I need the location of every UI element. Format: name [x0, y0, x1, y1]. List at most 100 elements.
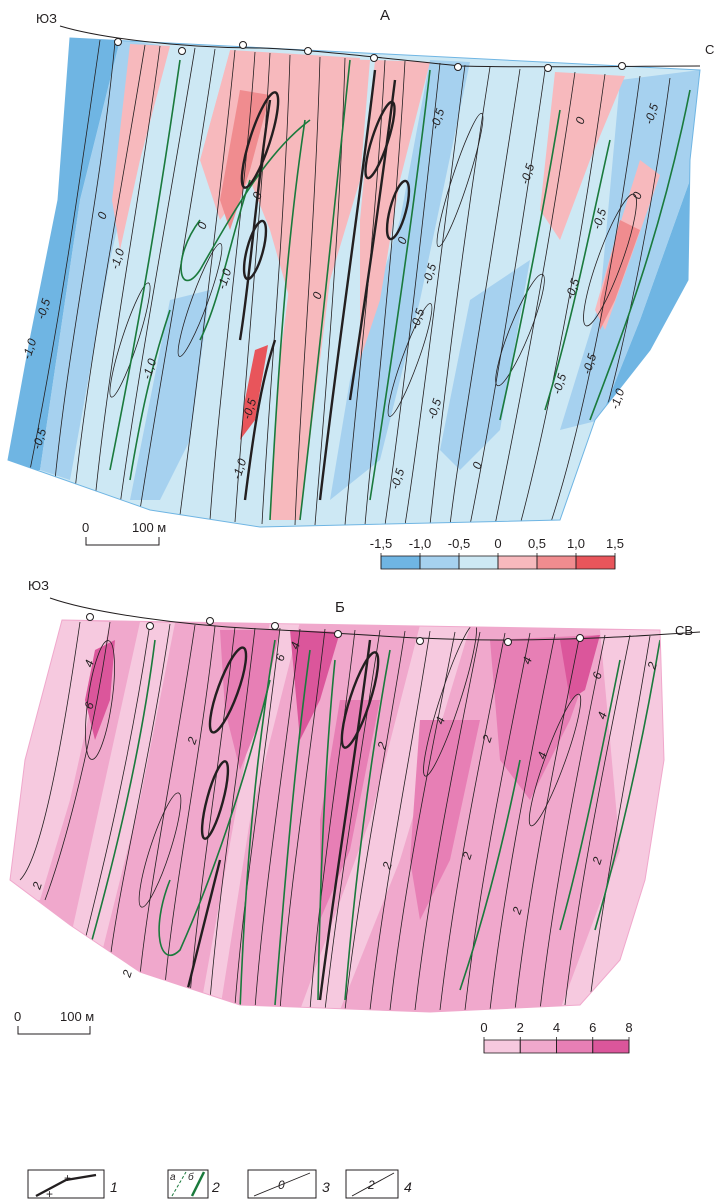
section-a-colorbar-tick-label: -1,0	[409, 536, 431, 551]
legend-item-2: а б 2	[167, 1169, 220, 1199]
legend-item-1: + + 1	[27, 1169, 118, 1201]
svg-text:+: +	[64, 1171, 71, 1185]
section-b-contour-label: 2	[119, 968, 135, 980]
section-a-contour-label: 0	[573, 115, 588, 126]
section-a-left-direction: ЮЗ	[36, 11, 57, 26]
section-a-colorbar: -1,5 -1,0 -0,5 0 0,5 1,0 1,5	[370, 536, 624, 570]
section-a-right-direction: С	[705, 42, 714, 57]
legend-number-2: 2	[211, 1179, 220, 1195]
section-a-contour-label: -0,5	[580, 352, 600, 376]
section-a-scale-length: 100 м	[132, 520, 166, 535]
section-a-contour-label: -1,0	[608, 387, 628, 411]
section-a-contour-label: -0,5	[240, 397, 260, 421]
section-b-contour-label: 6	[273, 652, 288, 663]
section-a-contour-label: -0,5	[425, 397, 445, 421]
section-b-colorbar-swatch	[556, 1039, 594, 1054]
section-a-contour-label: -0,5	[563, 277, 583, 301]
section-b-contour-label: 2	[479, 733, 495, 745]
section-a-contour-label: -0,5	[388, 467, 408, 491]
section-b-contour-label: 4	[82, 658, 97, 669]
section-b-contour-label: 2	[184, 735, 200, 747]
section-a-contour-label: -0,5	[420, 262, 440, 286]
section-a-contour-label: 0	[195, 220, 210, 231]
section-b-contour-label: 2	[374, 740, 390, 752]
section-a-contour-label: -0,5	[30, 427, 50, 451]
svg-text:2: 2	[367, 1178, 375, 1192]
section-b-contour-label: 2	[509, 905, 525, 917]
section-a-fill	[8, 38, 700, 527]
section-a-contour-label: -0,5	[550, 372, 570, 396]
section-b-contour-label: 2	[379, 860, 395, 872]
legend-2-sub-a: а	[170, 1172, 176, 1183]
section-b-contour-label: 2	[459, 850, 475, 862]
legend-number-3: 3	[322, 1179, 330, 1195]
section-a-colorbar-swatch	[458, 555, 499, 570]
legend-item-4: 2 4	[345, 1169, 412, 1199]
section-a-colorbar-swatch	[419, 555, 460, 570]
section-a-contour-label: -0,5	[518, 162, 538, 186]
section-b-contour-label: 2	[644, 660, 660, 672]
section-b-colorbar-tick-label: 6	[589, 1020, 596, 1035]
section-b-contour-label: 4	[433, 715, 448, 726]
section-a-contour-label: -0,5	[590, 207, 610, 231]
section-a-contour-label: 0	[630, 190, 645, 201]
section-b-colorbar-tick-label: 8	[625, 1020, 632, 1035]
section-b-contour-label: 4	[595, 710, 610, 721]
section-a-contour-label: -1,0	[20, 337, 40, 361]
section-a-contour-label: 0	[95, 210, 110, 221]
section-a-colorbar-tick-label: -1,5	[370, 536, 392, 551]
section-a-contour-label: -1,0	[215, 267, 235, 291]
section-b-colorbar-tick-label: 2	[517, 1020, 524, 1035]
section-a-colorbar-tick-label: 0,5	[528, 536, 546, 551]
section-b-colorbar-tick-label: 4	[553, 1020, 560, 1035]
legend-number-1: 1	[110, 1179, 118, 1195]
section-b-contour-label: 6	[82, 700, 97, 711]
section-a-contour-label: 0	[310, 290, 325, 301]
legend-2-sub-b: б	[188, 1171, 194, 1183]
section-a-contour-label: -1,0	[108, 247, 128, 271]
section-a-colorbar-swatch	[380, 555, 421, 570]
legend-number-4: 4	[404, 1179, 412, 1195]
section-b-colorbar-swatch	[483, 1039, 521, 1054]
section-a-label: А	[380, 7, 390, 24]
section-b-scale-zero: 0	[14, 1009, 21, 1024]
section-b-label: Б	[335, 599, 345, 616]
section-a-colorbar-tick-label: -0,5	[448, 536, 470, 551]
section-a-contour-label: -0,5	[642, 102, 662, 126]
section-a-colorbar-tick-label: 0	[494, 536, 501, 551]
section-a-contour-label: -0,5	[428, 107, 448, 131]
section-b-contour-label: 2	[29, 880, 45, 892]
section-b-scale-length: 100 м	[60, 1009, 94, 1024]
section-b-right-direction: СВ	[675, 623, 693, 638]
legend: + + 1 а б 2 0 3 2 4	[27, 1169, 412, 1201]
section-b-contour-label: 4	[535, 750, 550, 761]
section-b-contour-label: 6	[590, 670, 605, 681]
section-a-contour-label: -0,5	[408, 307, 428, 331]
section-a-contour-label: -0,5	[34, 297, 54, 321]
section-a-scale-bar: 0 100 м	[82, 520, 166, 546]
section-a-contour-label: -1,0	[230, 457, 250, 481]
section-a-boreholes	[114, 38, 626, 72]
section-a-colorbar-tick-label: 1,0	[567, 536, 585, 551]
section-a-contour-label: -1,0	[140, 357, 160, 381]
section-a-contour-label: 0	[395, 235, 410, 246]
section-b-left-direction: ЮЗ	[28, 578, 49, 593]
section-b-fill	[10, 620, 664, 1012]
section-b-scale-bar: 0 100 м	[14, 1009, 94, 1035]
section-a-colorbar-swatch	[575, 555, 616, 570]
section-b-contour-label: 4	[520, 655, 535, 666]
section-b-colorbar-swatch	[592, 1039, 630, 1054]
section-a-colorbar-tick-label: 1,5	[606, 536, 624, 551]
section-b-contour-label: 2	[589, 855, 605, 867]
section-a-contour-label: 0	[470, 460, 485, 471]
svg-text:0: 0	[278, 1178, 285, 1192]
legend-item-3: 0 3	[247, 1169, 330, 1199]
section-a: ЮЗ А С -1,0 -0,5 0 -1,0 -0,5 -0,5 -1,0 0 0 0 -1,0 0…	[7, 7, 714, 570]
section-a-contour-label: 0	[250, 190, 265, 201]
section-b-contour-label: 4	[288, 640, 303, 651]
section-a-colorbar-swatch	[536, 555, 577, 570]
